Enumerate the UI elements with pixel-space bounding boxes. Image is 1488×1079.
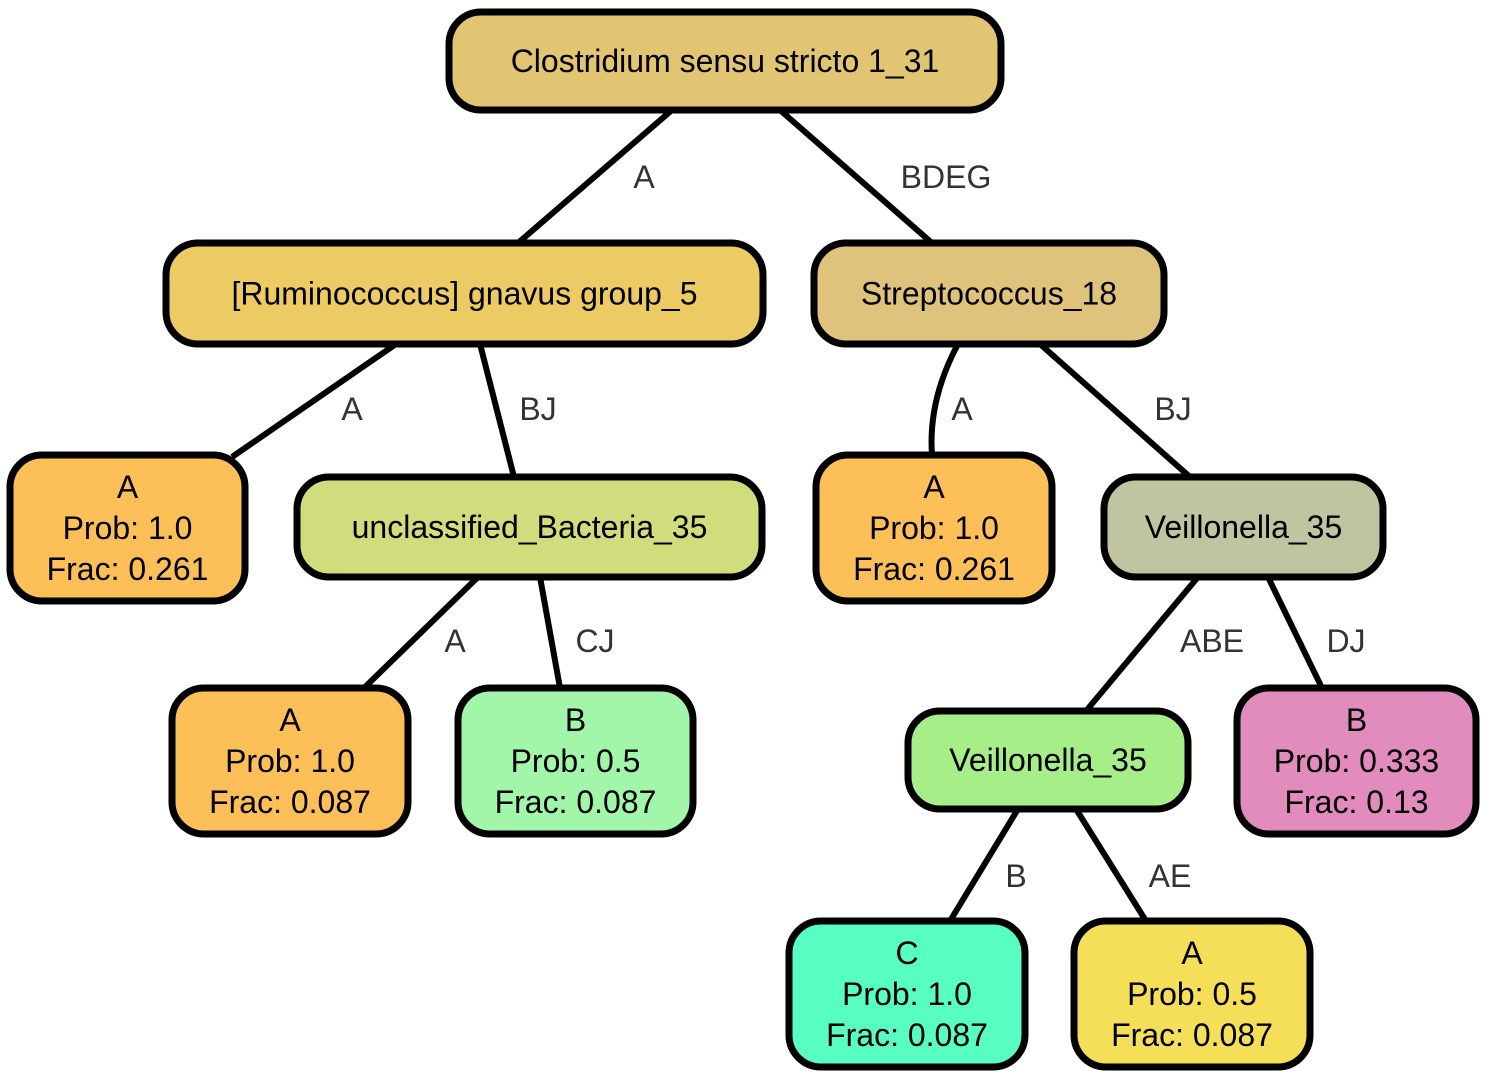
split-node: [Ruminococcus] gnavus group_5 — [162, 239, 767, 348]
node-prob: Prob: 1.0 — [63, 510, 193, 546]
node-prob: Prob: 0.5 — [511, 743, 641, 779]
edge-line — [778, 107, 934, 246]
node-box — [785, 917, 1029, 1071]
edge-n2-n6: BJ — [1038, 341, 1192, 480]
node-frac: Frac: 0.087 — [1111, 1017, 1273, 1053]
edge-label: A — [444, 623, 466, 659]
edge-label: AE — [1149, 858, 1192, 894]
split-node: Veillonella_35 — [904, 707, 1192, 813]
split-node: Clostridium sensu stricto 1_31 — [445, 8, 1005, 114]
nodes-layer: Clostridium sensu stricto 1_31 [Ruminococ… — [6, 8, 1480, 1071]
edge-line — [230, 341, 398, 460]
edge-n4-n7: A — [361, 574, 481, 691]
node-box — [810, 239, 1168, 348]
node-title: Veillonella_35 — [949, 742, 1147, 778]
node-box — [1070, 917, 1314, 1071]
edge-label: DJ — [1326, 623, 1365, 659]
edge-line — [1038, 341, 1192, 480]
node-title: A — [1181, 935, 1203, 971]
node-box — [1100, 473, 1387, 581]
node-title: A — [279, 702, 301, 738]
node-title: C — [895, 935, 918, 971]
edge-n0-n1: A — [516, 107, 674, 246]
node-prob: Prob: 1.0 — [225, 743, 355, 779]
node-prob: Prob: 0.5 — [1127, 976, 1257, 1012]
edge-label: BJ — [519, 391, 556, 427]
node-title: A — [117, 469, 139, 505]
edge-n9-n11: B — [947, 807, 1027, 923]
split-node: unclassified_Bacteria_35 — [293, 473, 766, 581]
node-box — [168, 684, 412, 838]
edge-n9-n12: AE — [1073, 807, 1192, 923]
node-frac: Frac: 0.087 — [495, 784, 657, 820]
edge-label: B — [1005, 858, 1026, 894]
node-frac: Frac: 0.087 — [826, 1017, 988, 1053]
edge-line — [516, 107, 674, 246]
split-node: Veillonella_35 — [1100, 473, 1387, 581]
edge-line — [947, 807, 1021, 923]
edge-line — [928, 342, 961, 456]
edge-n6-n10: DJ — [1265, 575, 1366, 690]
edge-label: A — [951, 391, 973, 427]
node-title: B — [1346, 702, 1367, 738]
node-box — [904, 707, 1192, 813]
node-box — [445, 8, 1005, 114]
node-frac: Frac: 0.13 — [1284, 784, 1428, 820]
edge-line — [477, 343, 517, 478]
edge-label: BJ — [1154, 391, 1191, 427]
node-prob: Prob: 1.0 — [869, 510, 999, 546]
node-title: A — [923, 469, 945, 505]
node-frac: Frac: 0.087 — [209, 784, 371, 820]
edge-n0-n2: BDEG — [778, 107, 992, 246]
edge-line — [361, 574, 481, 691]
edge-line — [1265, 575, 1325, 690]
node-title: [Ruminococcus] gnavus group_5 — [231, 276, 697, 312]
node-box — [454, 684, 697, 838]
edge-label: A — [633, 159, 655, 195]
node-box — [6, 451, 249, 605]
node-title: Streptococcus_18 — [861, 276, 1117, 312]
node-box — [812, 451, 1056, 605]
edge-label: A — [341, 391, 363, 427]
node-prob: Prob: 0.333 — [1274, 743, 1439, 779]
node-frac: Frac: 0.261 — [853, 551, 1015, 587]
edge-n1-n3: A — [230, 341, 398, 460]
node-box — [162, 239, 767, 348]
node-frac: Frac: 0.261 — [47, 551, 209, 587]
edge-n4-n8: CJ — [537, 576, 615, 689]
edge-label: ABE — [1180, 623, 1244, 659]
edge-n2-n5: A — [928, 342, 973, 456]
edges-layer: A BDEG A BJ A BJ A CJ ABE DJ B AE — [230, 107, 1366, 923]
node-title: Clostridium sensu stricto 1_31 — [511, 43, 940, 79]
edge-line — [537, 576, 563, 689]
edge-line — [1073, 807, 1149, 923]
edge-n6-n9: ABE — [1083, 575, 1244, 713]
edge-n1-n4: BJ — [477, 343, 557, 478]
node-title: unclassified_Bacteria_35 — [352, 509, 708, 545]
edge-label: CJ — [575, 623, 614, 659]
node-title: B — [565, 702, 586, 738]
node-box — [1233, 684, 1480, 838]
edge-line — [1083, 575, 1201, 713]
node-title: Veillonella_35 — [1145, 509, 1343, 545]
node-box — [293, 473, 766, 581]
node-prob: Prob: 1.0 — [842, 976, 972, 1012]
edge-label: BDEG — [901, 159, 992, 195]
split-node: Streptococcus_18 — [810, 239, 1168, 348]
